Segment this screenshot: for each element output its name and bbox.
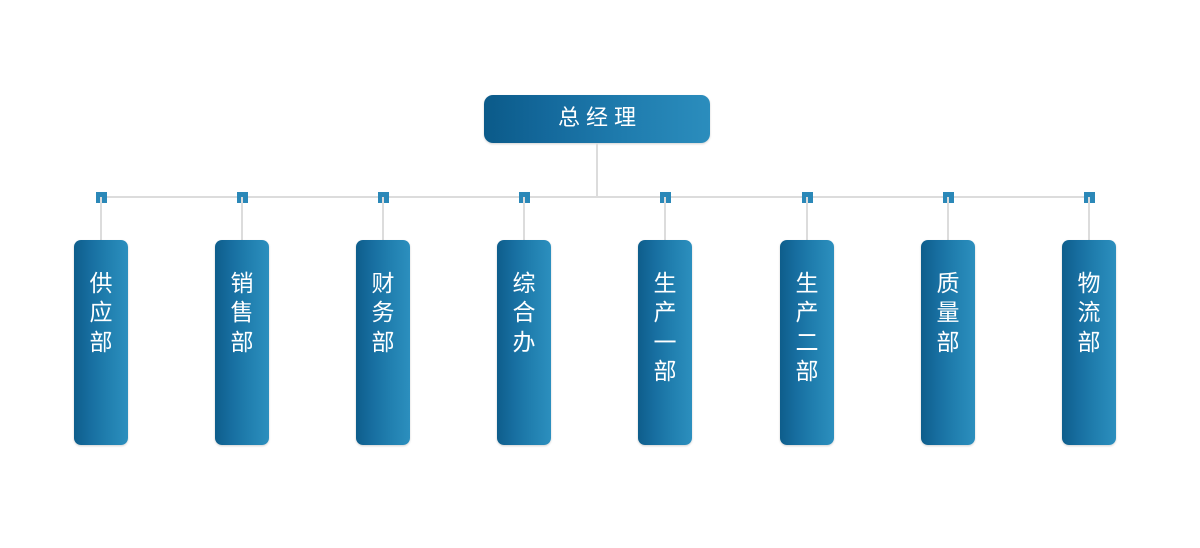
org-node-department[interactable]: 物流部 [1062, 240, 1116, 445]
org-node-department[interactable]: 生产二部 [780, 240, 834, 445]
connector-drop-line [1088, 197, 1090, 240]
org-node-department[interactable]: 销售部 [215, 240, 269, 445]
org-node-label: 销售部 [230, 271, 254, 356]
connector-drop-line [382, 197, 384, 240]
org-node-label: 生产一部 [653, 271, 677, 386]
org-node-general-manager[interactable]: 总经理 [484, 95, 710, 143]
org-node-label: 综合办 [512, 271, 536, 356]
org-node-department[interactable]: 质量部 [921, 240, 975, 445]
org-node-label: 生产二部 [795, 271, 819, 386]
connector-trunk-line [596, 143, 598, 197]
connector-drop-line [100, 197, 102, 240]
org-node-label: 质量部 [936, 271, 960, 356]
org-node-label: 财务部 [371, 271, 395, 356]
connector-drop-line [241, 197, 243, 240]
org-node-label: 总经理 [557, 106, 642, 131]
connector-drop-line [664, 197, 666, 240]
connector-rail-line [101, 196, 1090, 198]
org-node-label: 物流部 [1077, 271, 1101, 356]
org-node-department[interactable]: 财务部 [356, 240, 410, 445]
org-node-department[interactable]: 供应部 [74, 240, 128, 445]
connector-drop-line [523, 197, 525, 240]
org-node-department[interactable]: 生产一部 [638, 240, 692, 445]
connector-drop-line [806, 197, 808, 240]
connector-drop-line [947, 197, 949, 240]
org-node-label: 供应部 [89, 271, 113, 356]
org-node-department[interactable]: 综合办 [497, 240, 551, 445]
